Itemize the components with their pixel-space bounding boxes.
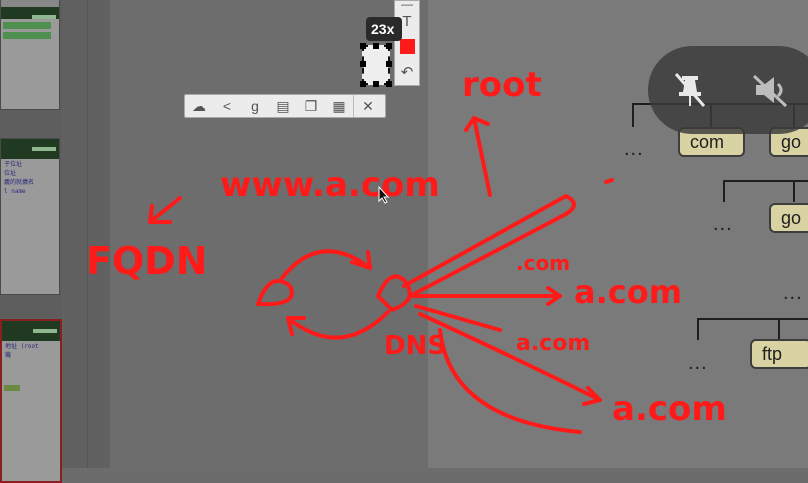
resize-handle[interactable] [386,43,392,49]
canvas-gutter [62,0,110,468]
tree-connector [723,180,725,202]
thumbnail-highlight [3,22,51,29]
thumbnail-text: 位址 [4,170,17,177]
annotation-ray-4 [418,312,602,406]
annotation-text-a-com: a.com [612,389,727,429]
tree-connector [793,180,795,202]
thumbnail-figure [4,385,20,391]
resize-handle[interactable] [386,61,392,67]
annotation-hub [376,274,412,312]
thumbnail-text: 義的就擴名 [4,179,35,186]
annotation-text-root: root [462,65,542,105]
thumbnail-text: 機 [5,352,12,359]
resize-handle[interactable] [360,81,366,87]
thumbnail-text: 子位址 [4,161,23,168]
annotation-arrow-root [464,116,492,197]
slide-thumbnail[interactable] [0,0,60,110]
annotation-ray-3 [414,304,502,332]
tree-ellipsis: ... [688,352,708,374]
tree-connector [778,318,780,340]
tree-ellipsis: ... [713,213,733,235]
annotation-curve-bottom [438,328,582,434]
divider [87,0,88,468]
tree-ellipsis: ... [783,282,803,304]
annotation-ray-2 [410,286,562,306]
thumbnail-text: 地址 (root [5,343,39,350]
annotation-text-dns: DNS [384,331,446,361]
size-badge: 23x [366,17,402,41]
tree-node-go: go [769,203,808,233]
annotation-text-a-com: a.com [516,331,590,356]
thumbnail-highlight [3,32,51,39]
undo-icon[interactable]: ↶ [400,64,414,81]
text-tool-icon[interactable]: T [402,13,412,30]
pin-off-icon[interactable] [670,70,710,110]
share-icon[interactable]: < [222,98,232,114]
resize-handle[interactable] [360,61,366,67]
annotation-text-com: .com [516,251,570,275]
tree-connector [632,103,634,127]
close-icon[interactable]: ✕ [353,95,382,117]
annotation-arrow-fqdn [148,196,182,224]
floating-controls [648,46,808,134]
selection-box[interactable] [360,43,392,87]
line-tool-icon[interactable]: — [401,0,413,11]
cloud-upload-icon[interactable]: ☁ [192,97,206,114]
thumbnail-text: l name [4,188,26,195]
save-icon[interactable]: ▦ [332,97,346,114]
resize-handle[interactable] [373,43,379,49]
resize-handle[interactable] [386,81,392,87]
tree-node-ftp: ftp [750,339,808,369]
annotation-loop-top [280,249,372,280]
tree-connector [723,180,808,182]
resize-handle[interactable] [373,81,379,87]
annotation-ray-1 [402,194,576,298]
tree-connector [697,318,699,340]
slide-thumbnail[interactable]: 子位址 位址 義的就擴名 l name [0,138,60,295]
slide-thumbnail-active[interactable]: 地址 (root 機 [0,319,62,483]
copy-icon[interactable]: ❐ [304,97,318,114]
annotation-loop-bottom [286,310,390,340]
print-icon[interactable]: ▤ [276,97,290,114]
color-swatch-icon[interactable] [400,39,415,54]
export-toolbar: ☁ < g ▤ ❐ ▦ ✕ [184,94,386,118]
tree-connector [697,318,808,320]
tree-ellipsis: ... [624,138,644,160]
annotation-text-www: www.a.com [220,165,440,205]
mute-icon[interactable] [750,70,790,110]
slide-thumbnail-strip: 子位址 位址 義的就擴名 l name 地址 (root 機 [0,0,62,483]
annotation-text-a-com: a.com [574,273,682,311]
pen-annotation-layer: root www.a.com FQDN DNS .com a.com a.com… [86,65,727,434]
annotation-cloud-left [256,279,294,307]
annotation-text-fqdn: FQDN [86,239,208,283]
mouse-cursor-icon [378,186,390,204]
annotation-dot [604,178,614,184]
google-icon[interactable]: g [251,98,259,114]
pen-toolbar: — T ↶ [394,0,420,86]
resize-handle[interactable] [360,43,366,49]
